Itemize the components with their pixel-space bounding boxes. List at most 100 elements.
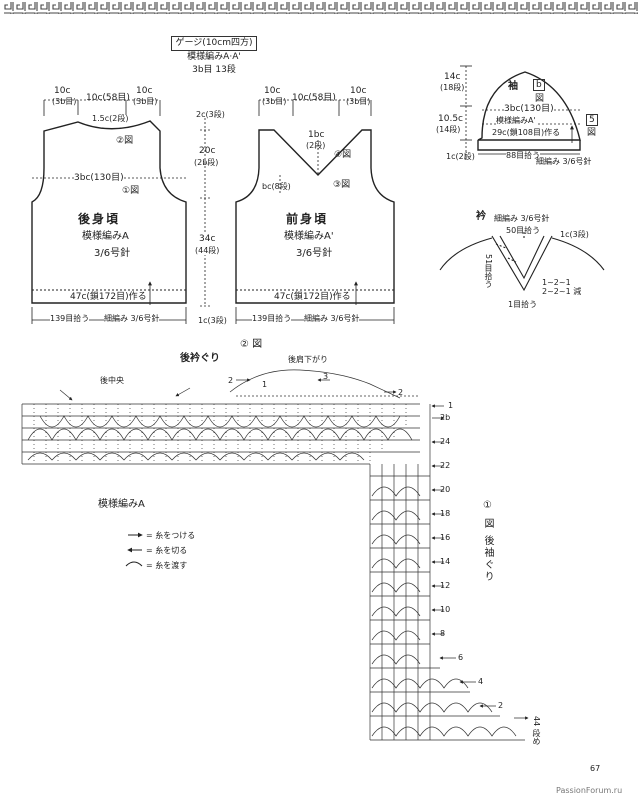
front-ref-4: ④図 (334, 150, 352, 160)
back-top-left: 10c (54, 86, 71, 96)
row-num-18: 18 (440, 509, 451, 518)
chart-top-arrow-2: 1 (262, 380, 268, 389)
collar-pick-left: 51目拾う (484, 254, 493, 289)
sleeve-ref-5-num: 5 (586, 114, 598, 126)
side-top: 2c(3段) (196, 110, 225, 119)
legend-symbols (125, 532, 143, 567)
legend-title: 模様編みA (98, 499, 145, 510)
sleeve-cap-h: 14c (444, 72, 461, 82)
chart-top-arrow-3: 3 (323, 372, 329, 381)
gauge-pattern: 模様編みA·A' (187, 52, 241, 62)
chart-row-arrows (236, 378, 529, 720)
front-top-mid: 10c(58目) (292, 93, 336, 103)
back-hem-edge: 細編み 3/6号針 (104, 314, 160, 323)
collar-diagram (439, 230, 605, 292)
sleeve-cap-rows: (18段) (440, 83, 465, 92)
sleeve-title: 袖 (508, 81, 518, 92)
back-top-mid: 10c(58目) (86, 93, 130, 103)
sleeve-ref-b-label: 図 (535, 94, 545, 104)
sleeve-ref-b: b (533, 79, 545, 91)
sleeve-top-width: 3bc(130目) (504, 104, 554, 114)
front-top-left: 10c (264, 86, 281, 96)
gauge-count: 3b目 13段 (192, 65, 236, 75)
sleeve-outline (477, 71, 581, 151)
back-needle: 3/6号針 (94, 248, 131, 259)
front-hem: 47c(鎖172目)作る (274, 292, 351, 302)
row-num-10: 10 (440, 605, 451, 614)
sleeve-ref-b-num: b (533, 79, 545, 91)
chart-shell-top (27, 415, 413, 461)
chart-back-neck: 後衿ぐり (180, 353, 220, 364)
row-num-2b: 2b (440, 413, 451, 422)
chart-center: 後中央 (100, 376, 124, 385)
chart-top-arrow-4: 2 (398, 388, 404, 397)
back-top-right: 10c (136, 86, 153, 96)
back-top-right-st: (3b目) (133, 97, 158, 106)
row-num-12: 12 (440, 581, 451, 590)
collar-pick-bottom: 1目拾う (508, 300, 538, 309)
chart-end-label: 44 段め (532, 716, 541, 745)
chart-vertical-band (369, 404, 525, 741)
back-width: 3bc(130目) (74, 173, 124, 183)
back-body-outline (31, 120, 187, 304)
sleeve-ref-5-label: 図 (587, 128, 597, 138)
back-hem-pick: 139目拾う (50, 314, 90, 323)
side-length-rows: (44段) (195, 246, 220, 255)
collar-rows: 1c(3段) (560, 230, 589, 239)
gauge-box: ゲージ(10cm四方) 模様編みA·A' 3b目 13段 (168, 36, 260, 77)
back-ref-1: ①図 (122, 186, 140, 196)
sleeve-pick: 88目拾う (506, 151, 541, 160)
body-side-measures (200, 118, 210, 307)
chart-ref-2: ② 図 (240, 339, 263, 350)
back-top-left-st: (3b目) (52, 97, 77, 106)
front-pattern: 模様編みA' (284, 231, 334, 242)
sleeve-edge: 細編み 3/6号針 (536, 157, 592, 166)
front-ref-3: ③図 (333, 180, 351, 190)
page-number: 67 (590, 764, 601, 773)
sleeve-pattern: 模様編みA' (496, 116, 536, 125)
back-ref-2: ②図 (116, 136, 134, 146)
side-armhole: 20c (199, 146, 216, 156)
back-pattern: 模様編みA (82, 231, 129, 242)
row-num-24: 24 (440, 437, 451, 446)
chart-ref-1: ① 図 後袖ぐり (482, 500, 493, 584)
row-num-8: 8 (440, 629, 446, 638)
row-num-22: 22 (440, 461, 451, 470)
back-shoulder: 1.5c(2段) (92, 114, 129, 123)
legend-attach: = 糸をつける (146, 531, 196, 540)
collar-dec: 1~2~1 2~2~1 減 (542, 278, 582, 296)
gauge-title: ゲージ(10cm四方) (171, 36, 257, 51)
sleeve-bottom-width: 29c(鎖108目)作る (492, 128, 561, 137)
chart-shoulder-dec: 後肩下がり (288, 355, 328, 364)
chart-verticals-top (33, 404, 407, 464)
front-side-neck: bc(8段) (262, 182, 291, 191)
front-hem-edge: 細編み 3/6号針 (304, 314, 360, 323)
back-title: 後身頃 (78, 212, 121, 226)
row-num-1: 1 (448, 401, 454, 410)
front-top-left-st: (3b目) (262, 97, 287, 106)
sleeve-bottom: 1c(2段) (446, 152, 475, 161)
front-top-right-st: (3b目) (346, 97, 371, 106)
chart-shell-vertical (371, 486, 517, 737)
greek-key-border (4, 2, 638, 14)
sleeve-body-h: 10.5c (438, 114, 463, 124)
row-num-16: 16 (440, 533, 451, 542)
front-body-outline (235, 129, 395, 304)
front-neck-rows: (2段) (306, 141, 326, 150)
front-top-right: 10c (350, 86, 367, 96)
collar-pick-top: 50目拾う (506, 226, 541, 235)
front-neck: 1bc (308, 130, 325, 140)
front-hem-pick: 139目拾う (252, 314, 292, 323)
back-hem: 47c(鎖172目)作る (70, 292, 147, 302)
legend-cut: = 糸を切る (146, 546, 188, 555)
side-length: 34c (199, 234, 216, 244)
site-credit: PassionForum.ru (556, 786, 623, 795)
front-title: 前身頃 (286, 212, 329, 226)
row-num-20: 20 (440, 485, 451, 494)
collar-title: 衿 (476, 211, 486, 222)
stitch-chart (21, 369, 529, 741)
sleeve-ref-5: 5 (586, 114, 598, 126)
legend-carry: = 糸を渡す (146, 561, 188, 570)
side-armhole-rows: (2b段) (194, 158, 219, 167)
collar-edge: 細編み 3/6号針 (494, 214, 550, 223)
